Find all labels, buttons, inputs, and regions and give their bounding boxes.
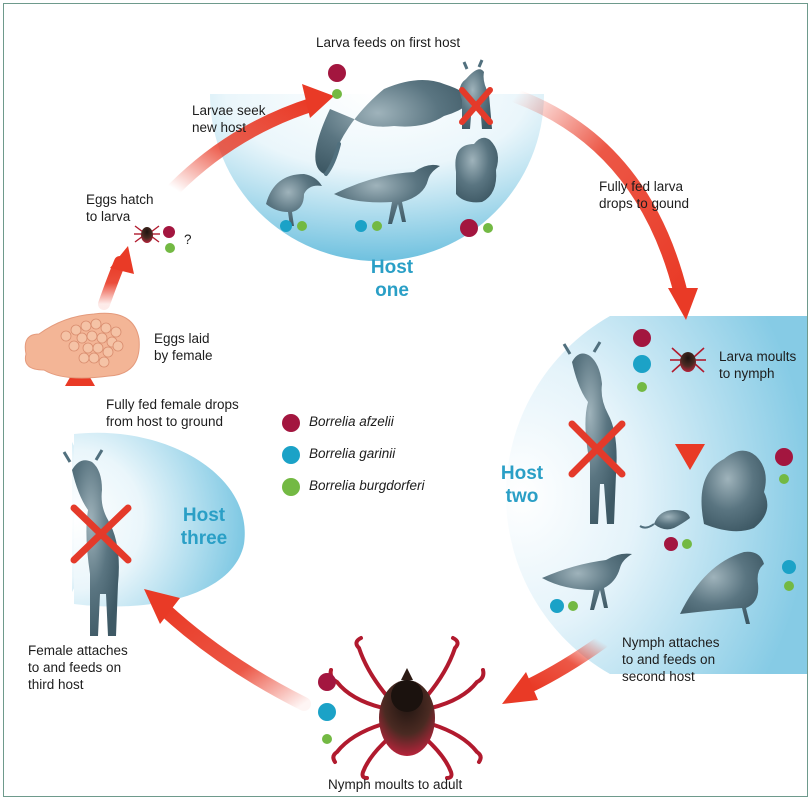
burgdorferi-dot bbox=[637, 382, 647, 392]
legend-swatch bbox=[282, 414, 300, 432]
squirrel-icon bbox=[455, 138, 498, 203]
legend-label: Borrelia garinii bbox=[309, 446, 395, 461]
larva-drops-label: Fully fed larva drops to gound bbox=[599, 178, 689, 212]
garinii-dot bbox=[355, 220, 367, 232]
host-two-label: Host two bbox=[482, 462, 562, 508]
garinii-dot bbox=[633, 355, 651, 373]
garinii-dot bbox=[318, 703, 336, 721]
nymph-attaches-label: Nymph attaches to and feeds on second ho… bbox=[622, 634, 720, 685]
nymph-moults-label: Nymph moults to adult bbox=[328, 776, 462, 793]
burgdorferi-dot bbox=[682, 539, 692, 549]
burgdorferi-dot bbox=[568, 601, 578, 611]
afzelii-dot bbox=[318, 673, 336, 691]
burgdorferi-dot bbox=[322, 734, 332, 744]
arrow-nymph-moults bbox=[502, 642, 602, 704]
legend-label: Borrelia afzelii bbox=[309, 414, 394, 429]
garinii-dot bbox=[550, 599, 564, 613]
female-attaches-label: Female attaches to and feeds on third ho… bbox=[28, 642, 128, 693]
afzelii-dot bbox=[664, 537, 678, 551]
afzelii-dot bbox=[460, 219, 478, 237]
legend-label: Borrelia burgdorferi bbox=[309, 478, 425, 493]
arrow-female-attaches bbox=[144, 589, 304, 704]
burgdorferi-dot bbox=[784, 581, 794, 591]
host-one-label: Host one bbox=[352, 256, 432, 302]
garinii-dot bbox=[782, 560, 796, 574]
afzelii-dot bbox=[775, 448, 793, 466]
burgdorferi-dot bbox=[779, 474, 789, 484]
adult-tick-icon bbox=[331, 638, 484, 778]
larva-tick-icon bbox=[134, 226, 160, 243]
burgdorferi-dot bbox=[332, 89, 342, 99]
larvae-seek-label: Larvae seek new host bbox=[192, 102, 266, 136]
egg-mass-icon bbox=[25, 313, 139, 378]
female-drops-label: Fully fed female drops from host to grou… bbox=[106, 396, 239, 430]
burgdorferi-dot bbox=[372, 221, 382, 231]
afzelii-dot bbox=[633, 329, 651, 347]
larva-moults-label: Larva moults to nymph bbox=[719, 348, 796, 382]
question-mark: ? bbox=[184, 231, 192, 248]
arrow-eggs-hatch bbox=[104, 246, 134, 304]
host-three-label: Host three bbox=[164, 504, 244, 550]
garinii-dot bbox=[280, 220, 292, 232]
legend-swatch bbox=[282, 446, 300, 464]
lifecycle-diagram: Host one Host two Host three Larva feeds… bbox=[3, 3, 808, 797]
burgdorferi-dot bbox=[297, 221, 307, 231]
eggs-laid-label: Eggs laid by female bbox=[154, 330, 213, 364]
afzelii-dot bbox=[163, 226, 175, 238]
burgdorferi-dot bbox=[165, 243, 175, 253]
afzelii-dot bbox=[328, 64, 346, 82]
larva-feeds-label: Larva feeds on first host bbox=[316, 34, 460, 51]
eggs-hatch-label: Eggs hatch to larva bbox=[86, 191, 154, 225]
burgdorferi-dot bbox=[483, 223, 493, 233]
legend-swatch bbox=[282, 478, 300, 496]
